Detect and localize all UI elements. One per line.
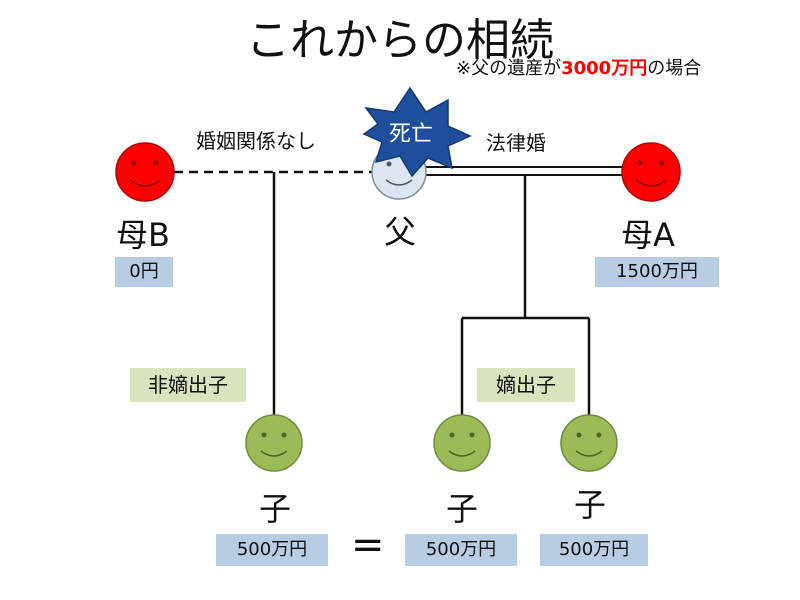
- child3-label: 子: [574, 486, 607, 524]
- death-badge-label: 死亡: [389, 122, 434, 147]
- mother-a-label: 母A: [621, 216, 675, 254]
- page-title: これからの相続: [246, 15, 554, 66]
- child1-label: 子: [259, 490, 292, 528]
- condition-note: ※父の遺産が3000万円の場合: [456, 54, 701, 80]
- mother-b-share: 0円: [115, 257, 173, 287]
- father-label: 父: [384, 213, 417, 251]
- child1-share: 500万円: [216, 534, 328, 566]
- illegitimate-child-face-icon: [245, 414, 303, 472]
- legal-marriage-label: 法律婚: [486, 131, 546, 155]
- mother-a-share: 1500万円: [595, 257, 719, 287]
- illegitimate-child-tag: 非嫡出子: [130, 368, 246, 402]
- child3-share: 500万円: [540, 534, 648, 566]
- note-prefix: ※父の遺産が: [456, 58, 562, 79]
- legitimate-child-tag: 嫡出子: [477, 368, 575, 402]
- no-marriage-label: 婚姻関係なし: [196, 129, 316, 153]
- mother-a-face-icon: [621, 142, 681, 202]
- note-suffix: の場合: [647, 58, 702, 79]
- note-amount: 3000万円: [561, 58, 648, 79]
- death-burst-icon: [362, 86, 472, 178]
- legitimate-child2-face-icon: [560, 414, 618, 472]
- legitimate-child1-face-icon: [433, 414, 491, 472]
- mother-b-label: 母B: [116, 216, 170, 254]
- child2-share: 500万円: [405, 534, 517, 566]
- child2-label: 子: [446, 490, 479, 528]
- mother-b-face-icon: [115, 142, 175, 202]
- equals-sign: =: [351, 522, 385, 568]
